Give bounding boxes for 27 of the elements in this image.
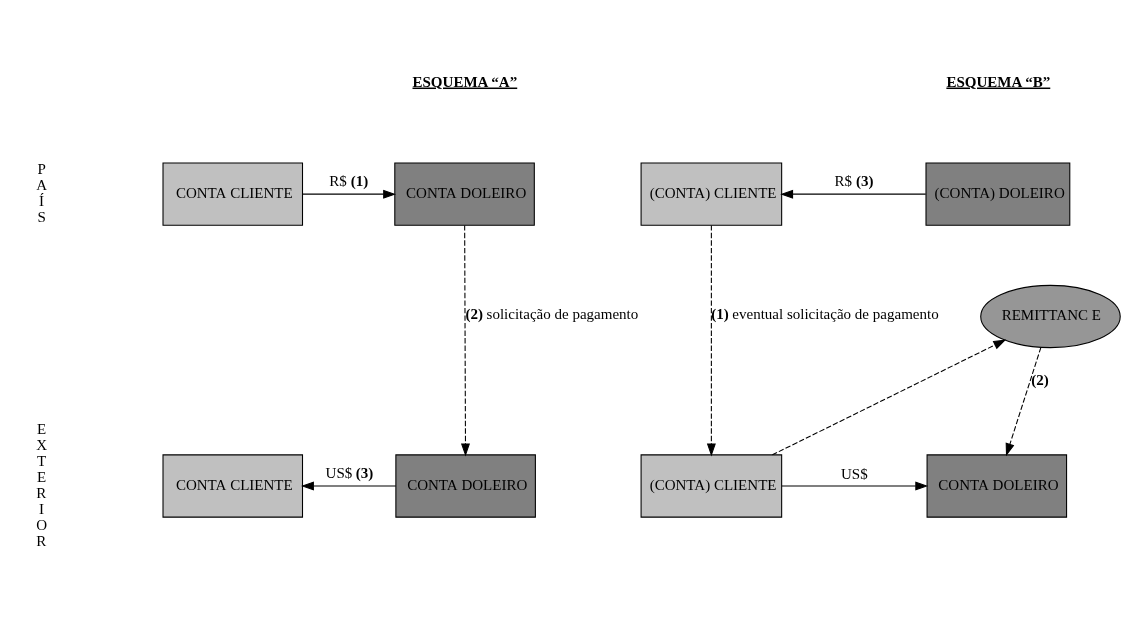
edge-label: (2)	[1031, 372, 1049, 389]
arrow	[706, 224, 716, 457]
node-box: (CONTA) DOLEIRO	[925, 162, 1071, 226]
node-box: CONTA DOLEIRO	[395, 454, 536, 518]
label: P A Í S	[36, 160, 48, 226]
arrow	[460, 224, 470, 457]
label: E X T E R I O R	[36, 420, 48, 550]
arrow	[301, 481, 397, 491]
arrow	[781, 481, 929, 491]
edge-label: R$ (3)	[834, 172, 874, 189]
node-box: CONTA DOLEIRO	[926, 454, 1068, 518]
edge-label: R$ (1)	[329, 172, 369, 189]
arrow	[780, 189, 927, 199]
edge-label: US$	[840, 465, 868, 482]
arrow	[1005, 346, 1042, 457]
label: ESQUEMA “B”	[946, 73, 1051, 90]
node-box: CONTA CLIENTE	[162, 454, 304, 518]
node-box: (CONTA) CLIENTE	[640, 454, 783, 518]
arrow	[771, 339, 1007, 456]
node-box: CONTA DOLEIRO	[394, 162, 535, 226]
node-box: CONTA CLIENTE	[162, 162, 304, 226]
edge-label: (2) solicitação de pagamento	[465, 306, 639, 323]
edge-label: (1) eventual solicitação de pagamento	[711, 306, 939, 323]
arrow	[302, 189, 397, 199]
edge-label: US$ (3)	[325, 464, 374, 481]
label: ESQUEMA “A”	[412, 73, 518, 90]
node-box: (CONTA) CLIENTE	[640, 162, 783, 226]
